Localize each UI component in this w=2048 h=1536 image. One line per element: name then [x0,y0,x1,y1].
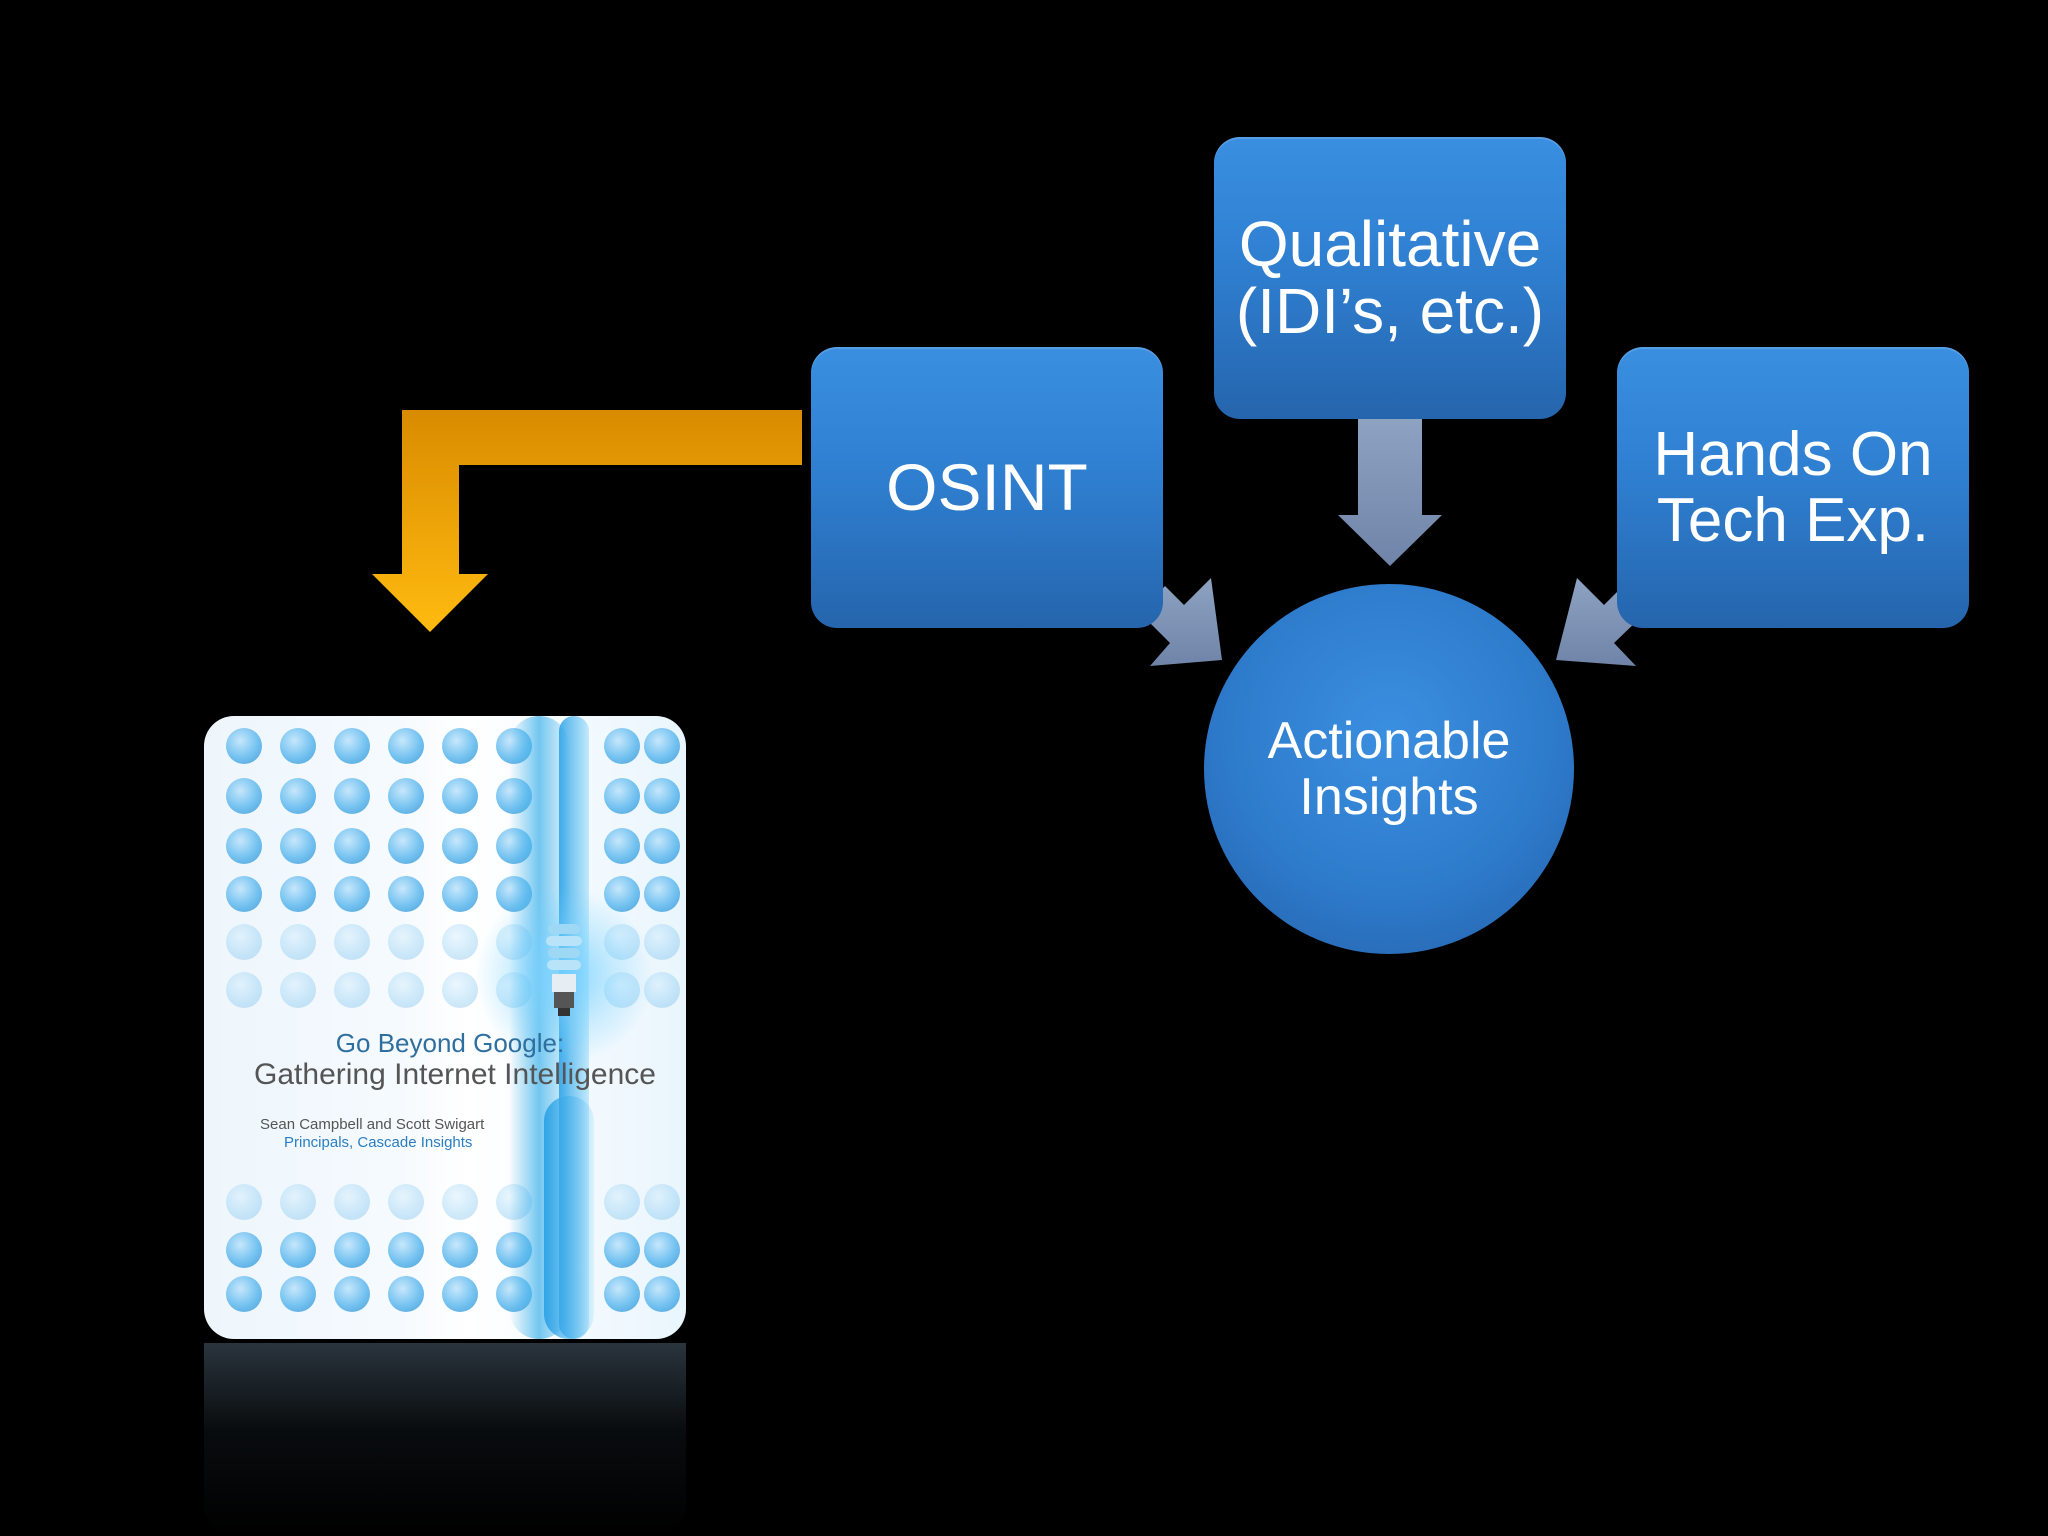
book-pattern-icon [280,828,316,864]
book-pattern-icon [280,1232,316,1268]
book-pattern-icon [388,1184,424,1220]
book-pattern-icon [280,924,316,960]
book-pattern-icon [334,1232,370,1268]
book-pattern-icon [388,1276,424,1312]
book-pattern-icon [644,728,680,764]
book-pattern-icon [334,972,370,1008]
book-pattern-icon [226,1276,262,1312]
book-pattern-icon [334,924,370,960]
book-organization: Principals, Cascade Insights [284,1134,473,1151]
book-pattern-icon [644,1276,680,1312]
osint-to-book-arrow [372,410,802,632]
book-pattern-icon [442,828,478,864]
book-pattern-icon [388,924,424,960]
book-reflection [204,1343,686,1536]
actionable-insights-circle: Actionable Insights [1204,584,1574,954]
osint-box: OSINT [811,347,1163,628]
book-pattern-icon [226,924,262,960]
book-pattern-icon [442,972,478,1008]
book-title: Gathering Internet Intelligence [254,1058,656,1091]
book-pattern-icon [226,972,262,1008]
book-pattern-icon [644,1184,680,1220]
book-pattern-icon [388,972,424,1008]
qualitative-arrow [1338,418,1442,566]
book-pattern-icon [226,778,262,814]
book-pattern-icon [226,728,262,764]
book-pattern-icon [442,876,478,912]
book-pattern-icon [604,1184,640,1220]
book-pattern-icon [604,828,640,864]
book-pattern-icon [442,1232,478,1268]
book-pattern-icon [226,1184,262,1220]
book-pattern-icon [280,778,316,814]
book-pattern-icon [644,876,680,912]
book-pattern-icon [334,876,370,912]
book-pattern-icon [388,828,424,864]
hands-on-box: Hands On Tech Exp. [1617,347,1969,628]
qualitative-label: Qualitative (IDI’s, etc.) [1235,207,1545,347]
book-pattern-icon [226,828,262,864]
book-pattern-icon [334,778,370,814]
book-pattern-icon [604,1276,640,1312]
hands-on-label: Hands On Tech Exp. [1653,420,1933,555]
qualitative-box: Qualitative (IDI’s, etc.) [1214,137,1566,419]
book-authors: Sean Campbell and Scott Swigart [260,1116,485,1133]
book-pattern-icon [604,778,640,814]
book-pattern-icon [226,1232,262,1268]
book-pattern-icon [644,1232,680,1268]
book-pattern-icon [334,728,370,764]
book-pattern-icon [280,1276,316,1312]
book-pattern-icon [442,778,478,814]
book-pattern-icon [334,1276,370,1312]
book-pattern-icon [442,728,478,764]
book-pattern-icon [604,728,640,764]
actionable-insights-label: Actionable Insights [1267,711,1511,826]
book-stripe [544,1096,594,1339]
book-pattern-icon [644,828,680,864]
book-pattern-icon [280,876,316,912]
osint-label: OSINT [886,449,1088,524]
book-pattern-icon [388,876,424,912]
book-pattern-icon [334,1184,370,1220]
book-pattern-icon [442,924,478,960]
book-pattern-icon [388,728,424,764]
book-pattern-icon [280,1184,316,1220]
book-subtitle: Go Beyond Google: [335,1028,565,1058]
book-pattern-icon [442,1184,478,1220]
book-pattern-icon [280,728,316,764]
book-pattern-icon [388,1232,424,1268]
book-pattern-icon [334,828,370,864]
book-pattern-icon [604,1232,640,1268]
book-pattern-icon [280,972,316,1008]
book-pattern-icon [226,876,262,912]
book-cover: Go Beyond Google: Gathering Internet Int… [204,716,686,1339]
book-pattern-icon [442,1276,478,1312]
book-pattern-icon [388,778,424,814]
lightbulb-icon [546,924,582,1016]
book-pattern-icon [644,778,680,814]
